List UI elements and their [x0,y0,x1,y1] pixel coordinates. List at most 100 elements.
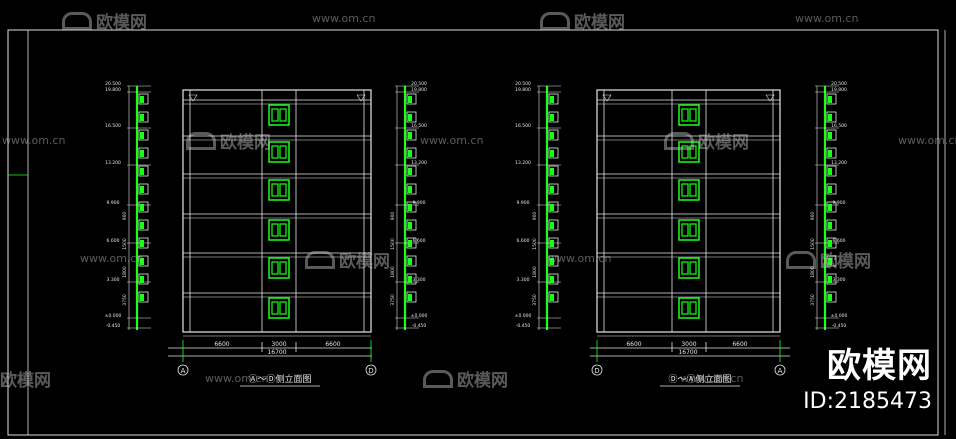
window-pane [271,108,279,122]
stair-block [826,255,837,267]
axis-label: A [778,367,783,375]
stair-fill [550,114,554,121]
segment-dim: 3750 [810,294,816,306]
level-label: 16.500 [105,123,121,129]
window-pane [681,223,689,237]
stair-block [138,93,149,105]
axis-label: A [181,367,186,375]
level-label: 16.500 [411,123,427,129]
level-label: ±0.000 [515,313,532,319]
stair-fill [140,258,144,265]
window-pane [689,108,697,122]
dim-label: 3000 [681,341,696,348]
stair-fill [140,132,144,139]
window [678,104,700,126]
stair-fill [408,204,412,211]
stair-fill [550,186,554,193]
stair-fill [828,222,832,229]
stair-fill [828,132,832,139]
level-label: 9.900 [107,200,120,206]
window [678,179,700,201]
brand-name: 欧模网 [827,346,932,386]
segment-dim: 1800 [122,266,128,278]
stair-fill [828,240,832,247]
level-label: -0.450 [106,323,121,329]
stair-block [826,237,837,249]
segment-dim: 3750 [390,294,396,306]
window-pane [271,183,279,197]
level-label: ±0.000 [831,313,848,319]
stair-block [548,165,559,177]
floor-lines [183,94,371,337]
level-label: 13.200 [831,160,847,166]
segment-dim: 900 [390,212,396,221]
stair-fill [828,186,832,193]
stair-fill [140,150,144,157]
stair-fill [550,132,554,139]
stair-fill [140,276,144,283]
stair-block [406,201,417,213]
drawing-title: Ⓓ～Ⓐ侧立面图 [668,373,731,385]
stair-block [406,219,417,231]
level-label: 19.800 [105,87,121,93]
window [678,141,700,163]
stair-block [826,147,837,159]
axis-label: D [368,367,373,375]
level-label: 16.500 [831,123,847,129]
window-pane [681,301,689,315]
stair-block [826,219,837,231]
segment-dim: 1800 [532,266,538,278]
building-outline [596,89,781,333]
stair-block [138,291,149,303]
stair-fill [408,222,412,229]
stair-block [826,291,837,303]
segment-dim: 1500 [532,238,538,250]
stair-fill [828,114,832,121]
stair-block [826,201,837,213]
window [268,104,290,126]
left-section-strip: 20.50019.80016.50013.2009.9006.6003.300±… [515,81,561,330]
stair-block [138,111,149,123]
stair-fill [828,96,832,103]
level-label: 3.300 [413,277,426,283]
stair-fill [550,240,554,247]
stair-block [406,183,417,195]
stair-block [548,273,559,285]
stair-block [138,219,149,231]
stair-fill [408,114,412,121]
window-pane [681,261,689,275]
window [268,179,290,201]
stair-block [826,165,837,177]
stair-block [548,129,559,141]
stair-block [826,111,837,123]
stair-block [138,273,149,285]
window-pane [681,145,689,159]
stair-windows [268,104,290,319]
window-pane [681,183,689,197]
building-outline [182,89,372,333]
level-label: ±0.000 [105,313,122,319]
stair-fill [550,96,554,103]
level-label: 9.900 [517,200,530,206]
segment-dim: 1500 [390,238,396,250]
sheet-border [7,29,939,436]
brand-badge: 欧模网 ID:2185473 [803,338,932,414]
segment-dim: 1800 [810,266,816,278]
window-pane [689,261,697,275]
level-label: 3.300 [517,277,530,283]
window [268,257,290,279]
window [678,257,700,279]
level-label: 19.800 [515,87,531,93]
stair-block [548,237,559,249]
window-pane [279,108,287,122]
stair-block [548,255,559,267]
stair-fill [408,240,412,247]
stair-block [406,273,417,285]
level-label: 6.600 [517,238,530,244]
dim-label: 6600 [325,341,340,348]
stair-block [406,237,417,249]
stair-fill [140,168,144,175]
stair-fill [828,150,832,157]
stair-fill [828,258,832,265]
window-pane [689,183,697,197]
